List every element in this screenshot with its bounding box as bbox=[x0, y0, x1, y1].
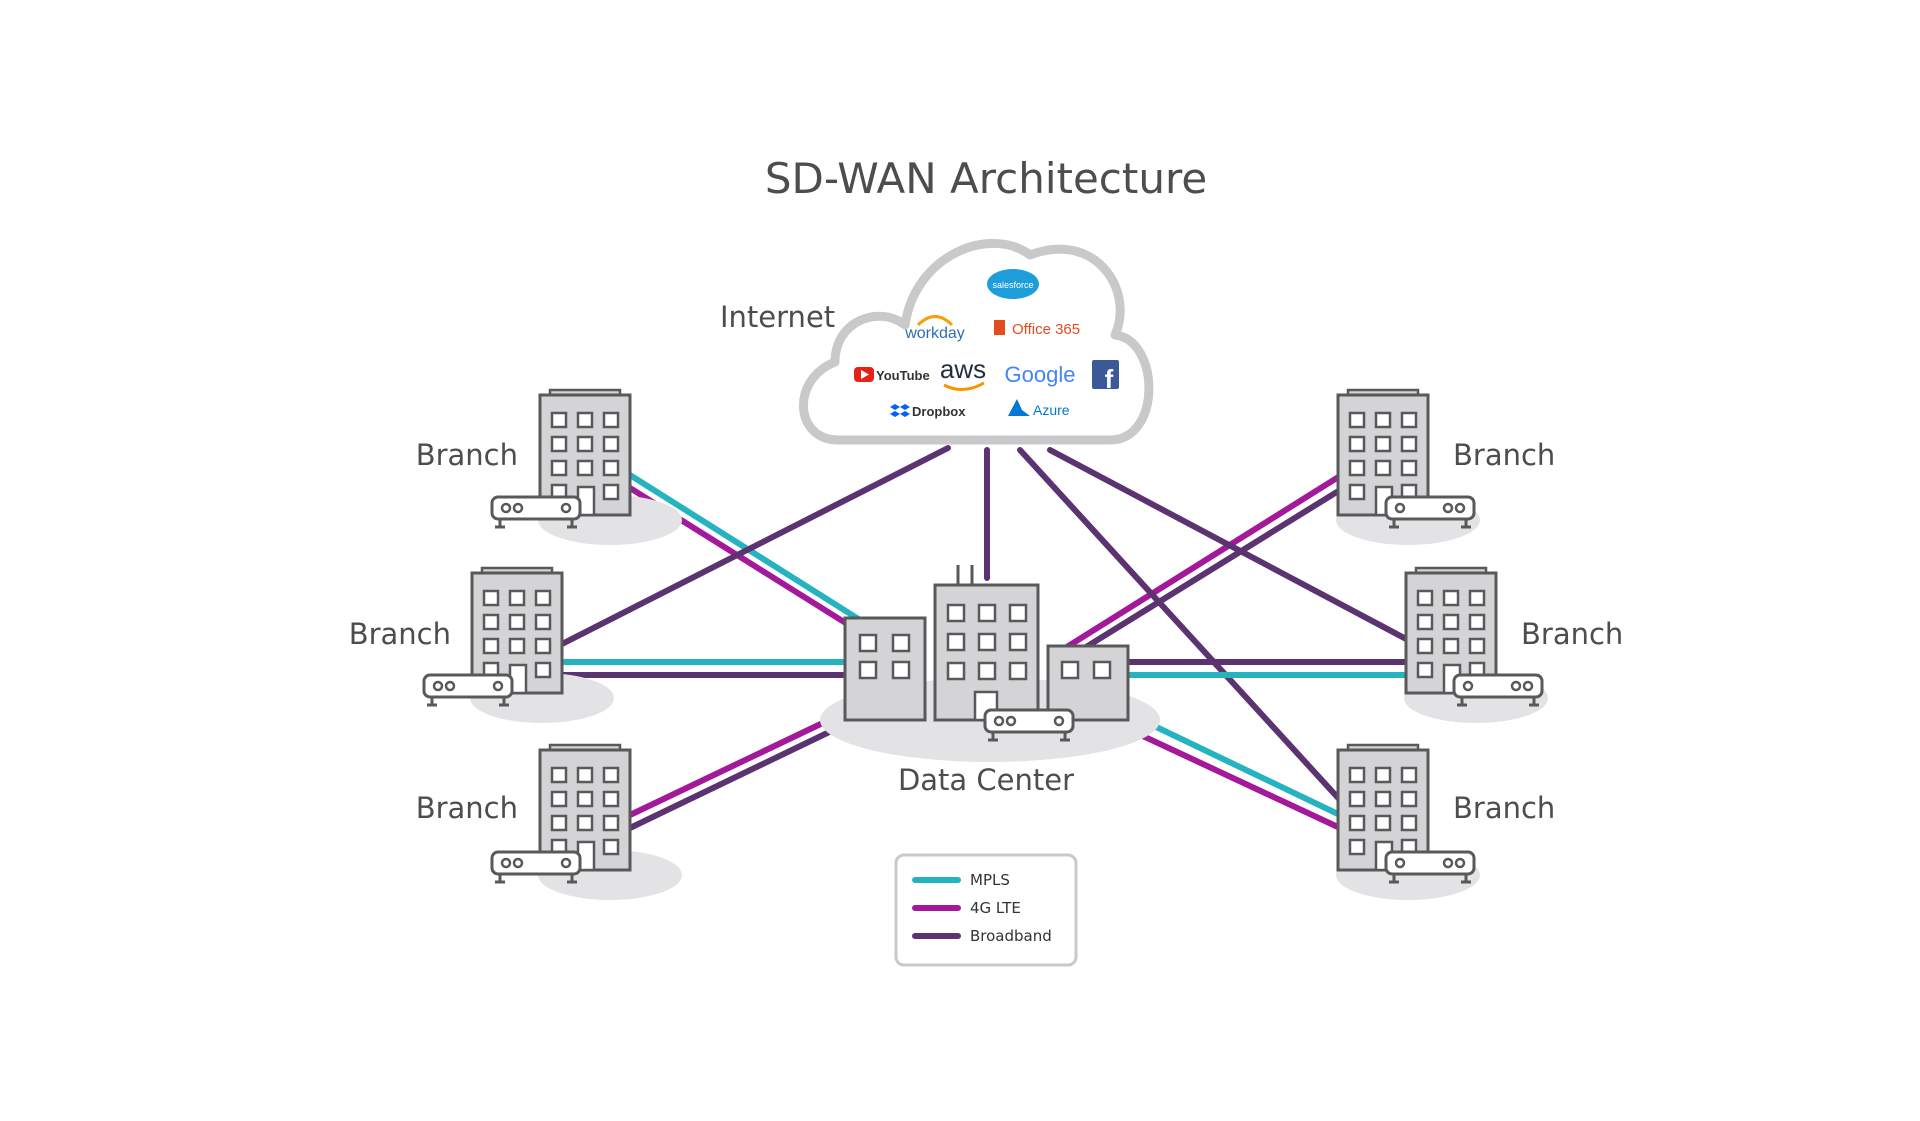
branch-label-top-left: Branch bbox=[416, 438, 518, 472]
diagram-title: SD-WAN Architecture bbox=[765, 154, 1207, 203]
link-lte-branch-bottom-right bbox=[1112, 720, 1343, 831]
legend: MPLS 4G LTE Broadband bbox=[894, 853, 1078, 967]
aws-logo: aws bbox=[940, 354, 986, 391]
data-center bbox=[820, 565, 1160, 762]
office365-text: Office 365 bbox=[1012, 321, 1080, 338]
link-broadband-branch-mid-left-internet bbox=[557, 445, 951, 648]
youtube-text: YouTube bbox=[876, 368, 930, 383]
google-text: Google bbox=[1005, 362, 1076, 387]
legend-label-4g-lte: 4G LTE bbox=[970, 899, 1021, 917]
branch-label-top-right: Branch bbox=[1453, 438, 1555, 472]
legend-label-broadband: Broadband bbox=[970, 927, 1052, 945]
youtube-logo: YouTube bbox=[854, 367, 930, 383]
link-broadband-internet-branch-bottom-right bbox=[1017, 447, 1343, 803]
google-logo: Google bbox=[1005, 362, 1076, 387]
legend-item-mpls: MPLS bbox=[912, 871, 1010, 889]
link-lte-branch-top-right bbox=[1059, 473, 1343, 653]
branch-mid-left bbox=[422, 566, 616, 725]
facebook-text: f bbox=[1105, 364, 1114, 394]
azure-logo: Azure bbox=[1008, 399, 1070, 418]
legend-item-broadband: Broadband bbox=[912, 927, 1052, 945]
link-broadband-internet-branch-mid-right bbox=[1047, 447, 1411, 643]
link-mpls-branch-bottom-right bbox=[1122, 709, 1343, 818]
branch-label-mid-right: Branch bbox=[1521, 617, 1623, 651]
dropbox-logo: Dropbox bbox=[890, 404, 966, 419]
legend-label-mpls: MPLS bbox=[970, 871, 1010, 889]
aws-text: aws bbox=[940, 354, 986, 384]
azure-text: Azure bbox=[1033, 402, 1070, 418]
network-links bbox=[557, 445, 1411, 831]
data-center-label: Data Center bbox=[898, 763, 1074, 797]
branch-top-left bbox=[490, 388, 684, 547]
dropbox-text: Dropbox bbox=[912, 404, 966, 419]
facebook-logo: f bbox=[1092, 360, 1119, 394]
internet-cloud: salesforce workday Office 365 YouTube aw… bbox=[798, 238, 1154, 445]
branch-bottom-left bbox=[490, 743, 684, 902]
link-broadband-branch-bottom-left bbox=[627, 719, 853, 831]
branch-label-mid-left: Branch bbox=[349, 617, 451, 651]
branch-label-bottom-right: Branch bbox=[1453, 791, 1555, 825]
salesforce-logo: salesforce bbox=[987, 269, 1039, 299]
link-lte-branch-bottom-left bbox=[627, 707, 853, 818]
branch-label-bottom-left: Branch bbox=[416, 791, 518, 825]
salesforce-text: salesforce bbox=[992, 280, 1033, 290]
legend-item-4g-lte: 4G LTE bbox=[912, 899, 1021, 917]
internet-label: Internet bbox=[720, 300, 835, 334]
office365-logo: Office 365 bbox=[994, 320, 1080, 338]
link-mpls-branch-top-left bbox=[627, 472, 863, 623]
workday-logo: workday bbox=[904, 315, 965, 342]
workday-text: workday bbox=[904, 325, 965, 342]
link-broadband-branch-top-right bbox=[1075, 487, 1343, 655]
